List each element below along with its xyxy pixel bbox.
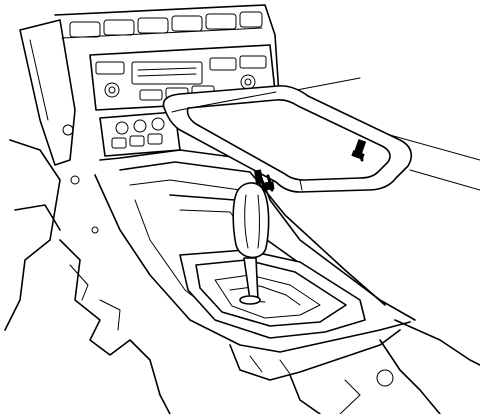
shift-lever-knob xyxy=(232,182,270,305)
console-trim-bezel xyxy=(162,85,413,193)
shift-gate-bezel xyxy=(179,249,366,339)
trim-retaining-clips xyxy=(254,139,367,192)
